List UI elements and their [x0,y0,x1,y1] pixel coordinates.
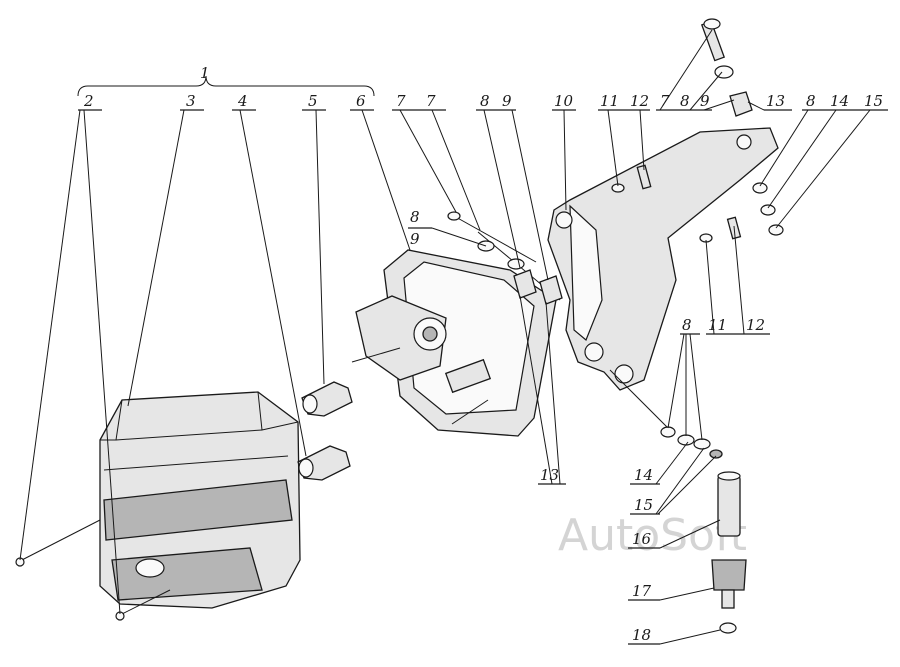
nut-bottom [719,622,737,634]
bolt-mid [611,164,652,193]
callout-7a: 7 [396,92,406,110]
mounting-bracket [547,127,779,391]
washer-top [714,65,734,79]
callout-8b: 8 [680,92,690,110]
assembly-brace [77,75,375,97]
screw-left-upper [15,519,101,567]
spacer-sleeve-top [729,91,753,117]
callout-11b: 11 [708,316,727,334]
callout-14b: 14 [634,466,653,484]
bulb-upper [301,381,353,417]
callout-2: 2 [83,92,94,110]
callout-10: 10 [554,92,574,110]
callout-13b: 13 [540,466,559,484]
watermark-text: AutoSoft [558,510,747,561]
callout-7b: 7 [426,92,436,110]
callout-18: 18 [632,626,651,644]
callout-13a: 13 [766,92,785,110]
callout-9b: 9 [700,92,710,110]
callout-5: 5 [308,92,318,110]
screw-left-lower [115,589,171,621]
callout-17: 17 [632,582,652,600]
leader-lines [19,29,888,645]
switch-sensor-16 [717,471,741,537]
bolt-top [700,18,726,62]
lamp-lens-housing [99,391,301,609]
callout-9c: 9 [410,230,420,248]
lamp-body-plate [351,249,557,437]
callout-12b: 12 [746,316,765,334]
callout-8a: 8 [480,92,490,110]
callout-11a: 11 [600,92,619,110]
callout-15a: 15 [864,92,883,110]
nut-right [752,182,784,236]
callout-6: 6 [356,92,366,110]
callout-16: 16 [632,530,652,548]
callout-8d: 8 [410,208,420,226]
callout-14a: 14 [830,92,849,110]
callout-12a: 12 [630,92,649,110]
bulb-lower [297,445,351,481]
callout-3: 3 [186,92,196,110]
switch-sensor-17 [711,559,747,609]
callout-4: 4 [237,92,248,110]
callout-9a: 9 [502,92,512,110]
callout-15b: 15 [634,496,653,514]
callout-7c: 7 [660,92,670,110]
callout-8c: 8 [806,92,816,110]
callout-8e: 8 [682,316,692,334]
callout-1: 1 [200,64,210,82]
bolts-lamp-body [447,211,563,305]
callout-labels: 1 2 3 4 5 6 7 7 8 9 10 11 12 7 8 9 13 8 … [83,64,883,644]
